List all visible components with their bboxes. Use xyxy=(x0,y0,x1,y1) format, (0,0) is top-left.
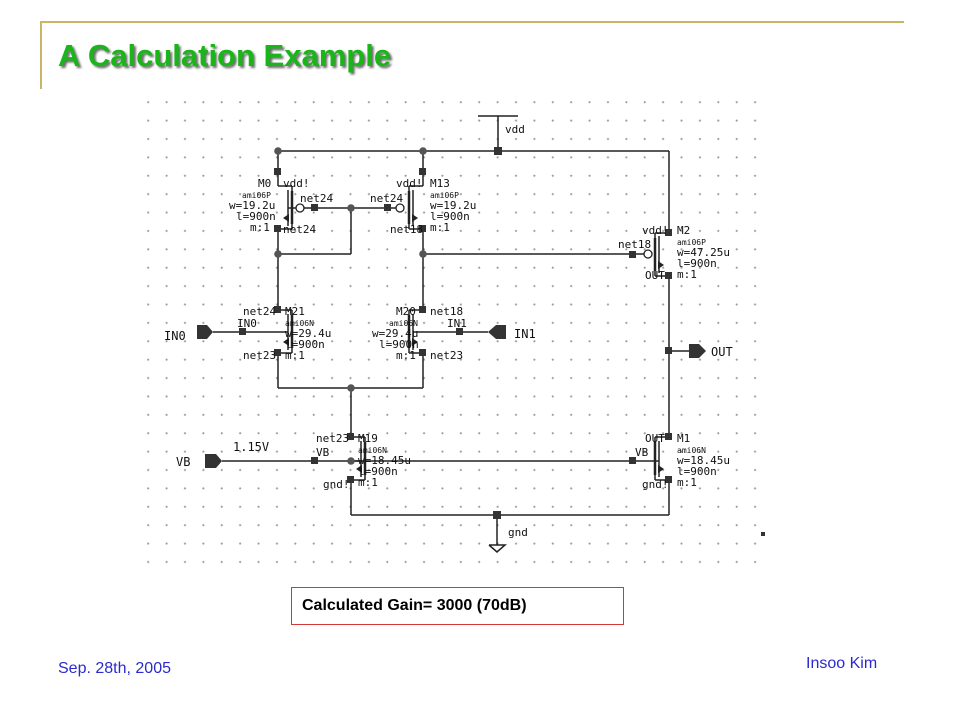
transistor-m0: M0 vdd! ami06P w=19.2u l=900n m:1 net24 … xyxy=(229,177,333,236)
m19-top-net: net23 xyxy=(316,432,349,445)
m2-model: ami06P xyxy=(677,238,706,247)
m20-model: ami06N xyxy=(389,319,418,328)
m20-name: M20 xyxy=(396,305,416,318)
m1-name: M1 xyxy=(677,432,690,445)
m0-multiplier: m:1 xyxy=(250,221,270,234)
m21-multiplier: m:1 xyxy=(285,349,305,362)
vb-pin-flag xyxy=(205,454,222,468)
m13-length: l=900n xyxy=(430,210,470,223)
m2-length: l=900n xyxy=(677,257,717,270)
m0-name: M0 xyxy=(258,177,271,190)
transistor-m1: OUT M1 ami06N w=18.45u l=900n m:1 VB gnd… xyxy=(635,432,730,491)
pin-squares xyxy=(239,147,765,536)
footer-date: Sep. 28th, 2005 xyxy=(58,660,171,677)
m2-multiplier: m:1 xyxy=(677,268,697,281)
transistor-m21: net24 M21 ami06N w=29.4u l=900n m:1 IN0 … xyxy=(237,305,331,362)
in1-pin-label: IN1 xyxy=(514,327,536,341)
slide-title: A Calculation Example xyxy=(58,38,392,73)
calculated-gain-callout: Calculated Gain= 3000 (70dB) xyxy=(291,587,624,625)
schematic-diagram: vdd gnd IN0 IN1 OUT VB 1.15V M0 vdd! ami… xyxy=(133,88,765,576)
transistor-m13: vdd! M13 ami06P w=19.2u l=900n m:1 net24… xyxy=(370,177,476,236)
m2-width: w=47.25u xyxy=(677,246,730,259)
title-frame-top-rule xyxy=(40,21,904,23)
body-arrows xyxy=(283,214,664,473)
transistor-m19: net23 M19 ami06N w=18.45u l=900n m:1 VB … xyxy=(316,432,411,491)
m21-width: w=29.4u xyxy=(285,327,331,340)
vb-voltage-label: 1.15V xyxy=(233,440,269,454)
m13-name: M13 xyxy=(430,177,450,190)
footer-author: Insoo Kim xyxy=(806,655,878,672)
transistor-m2: vdd! M2 ami06P w=47.25u l=900n m:1 net18… xyxy=(618,224,730,282)
m0-model: ami06P xyxy=(242,191,271,200)
m19-gate-net: VB xyxy=(316,446,330,459)
m13-top-terminal: vdd! xyxy=(396,177,423,190)
out-pin-label: OUT xyxy=(711,345,733,359)
title-frame-left-rule xyxy=(40,21,42,89)
m21-bottom-net: net23 xyxy=(243,349,276,362)
vb-pin-label: VB xyxy=(176,455,190,469)
m2-bottom-net: OUT xyxy=(645,269,665,282)
m21-gate-net: IN0 xyxy=(237,317,257,330)
m19-multiplier: m:1 xyxy=(358,476,378,489)
m13-multiplier: m:1 xyxy=(430,221,450,234)
m2-top-terminal: vdd! xyxy=(642,224,669,237)
gnd-rail-label: gnd xyxy=(508,526,528,539)
m20-gate-net: IN1 xyxy=(447,317,467,330)
transistor-m20: M20 net18 ami06N w=29.4u l=900n m:1 IN1 … xyxy=(372,305,467,362)
m20-width: w=29.4u xyxy=(372,327,418,340)
in0-pin-flag xyxy=(197,325,213,339)
m21-top-net: net24 xyxy=(243,305,276,318)
m20-bottom-net: net23 xyxy=(430,349,463,362)
m1-width: w=18.45u xyxy=(677,454,730,467)
pmos-gate-bubbles xyxy=(295,203,653,259)
m20-length: l=900n xyxy=(379,338,419,351)
m1-bottom-terminal: gnd! xyxy=(642,478,669,491)
m0-gate-net: net24 xyxy=(300,192,333,205)
m1-length: l=900n xyxy=(677,465,717,478)
m21-name: M21 xyxy=(285,305,305,318)
m0-bottom-net: net24 xyxy=(283,223,316,236)
out-pin-flag xyxy=(689,344,706,358)
m13-width: w=19.2u xyxy=(430,199,476,212)
in1-pin-flag xyxy=(488,325,506,339)
m19-name: M19 xyxy=(358,432,378,445)
m21-model: ami06N xyxy=(285,319,314,328)
schematic-svg: vdd gnd IN0 IN1 OUT VB 1.15V M0 vdd! ami… xyxy=(164,115,765,553)
in0-pin-label: IN0 xyxy=(164,329,186,343)
m20-top-net: net18 xyxy=(430,305,463,318)
junction-dots xyxy=(274,147,427,465)
m19-bottom-terminal: gnd! xyxy=(323,478,350,491)
io-pin-flags xyxy=(197,325,706,468)
m21-length: l=900n xyxy=(285,338,325,351)
m0-width: w=19.2u xyxy=(229,199,275,212)
m19-width: w=18.45u xyxy=(358,454,411,467)
m1-top-net: OUT xyxy=(645,432,665,445)
m0-top-terminal: vdd! xyxy=(283,177,310,190)
m13-model: ami06P xyxy=(430,191,459,200)
m1-gate-net: VB xyxy=(635,446,649,459)
m19-length: l=900n xyxy=(358,465,398,478)
m13-bottom-net: net18 xyxy=(390,223,423,236)
m19-model: ami06N xyxy=(358,446,387,455)
m1-model: ami06N xyxy=(677,446,706,455)
channel-bars xyxy=(290,191,657,475)
m0-length: l=900n xyxy=(236,210,276,223)
m2-name: M2 xyxy=(677,224,690,237)
m2-gate-net: net18 xyxy=(618,238,651,251)
vdd-rail-label: vdd xyxy=(505,123,525,136)
m13-gate-net: net24 xyxy=(370,192,403,205)
m20-multiplier: m:1 xyxy=(396,349,416,362)
m1-multiplier: m:1 xyxy=(677,476,697,489)
